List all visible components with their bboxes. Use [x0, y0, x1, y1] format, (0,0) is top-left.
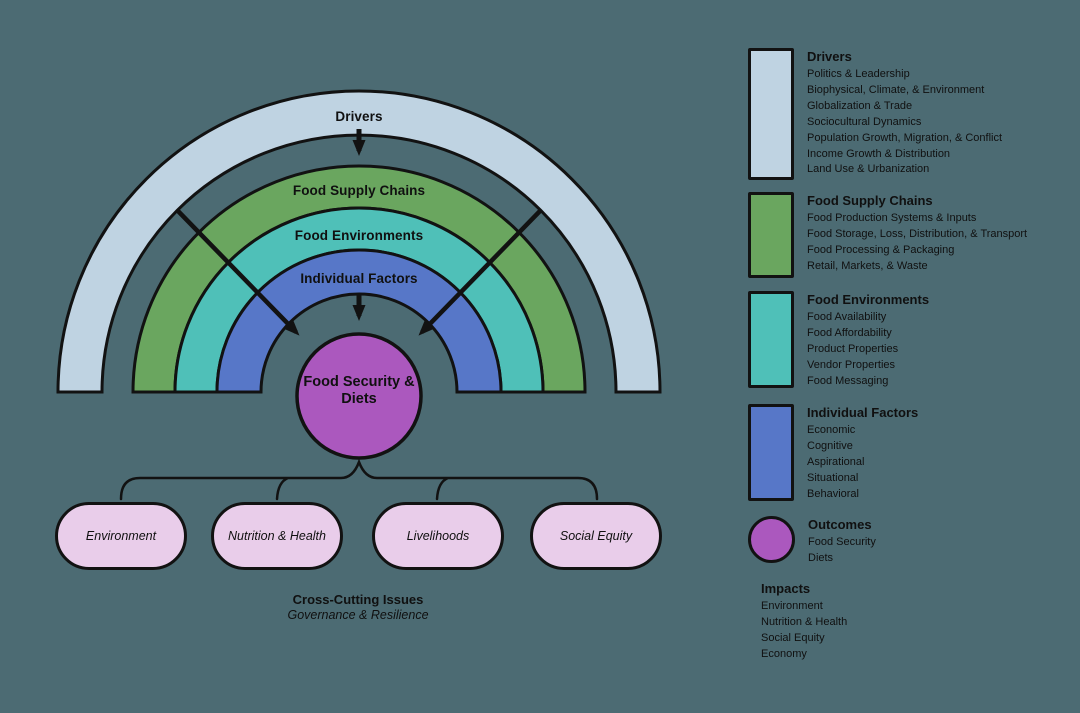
legend-item: Economy	[761, 647, 807, 660]
legend-title: Food Environments	[807, 292, 930, 307]
impact-pill-social-equity: Social Equity	[530, 502, 662, 570]
legend-item: Sociocultural Dynamics	[807, 115, 922, 128]
legend-item: Population Growth, Migration, & Conflict	[807, 131, 1003, 144]
legend-item: Food Availability	[807, 311, 887, 323]
left-diagonal-arrow	[176, 209, 300, 336]
food-supply-chains-arc-label: Food Supply Chains	[292, 183, 426, 198]
impacts-bracket	[119, 458, 599, 501]
impact-pill-nutrition-health: Nutrition & Health	[211, 502, 343, 570]
drivers-swatch	[748, 48, 794, 180]
legend-title: Drivers	[807, 49, 852, 64]
legend-item: Food Security	[808, 536, 876, 548]
food-environments-arc-label: Food Environments	[294, 228, 424, 243]
legend-item: Politics & Leadership	[807, 68, 910, 80]
legend-title: Outcomes	[808, 517, 872, 532]
legend-item: Food Affordability	[807, 326, 892, 339]
legend-item: Income Growth & Distribution	[807, 147, 951, 160]
legend-item: Nutrition & Health	[761, 615, 848, 628]
legend-item: Aspirational	[807, 455, 865, 468]
legend-item: Biophysical, Climate, & Environment	[807, 83, 985, 96]
individual-factors-arc-label: Individual Factors	[300, 271, 418, 286]
cross-cutting-subtitle: Governance & Resilience	[287, 608, 429, 622]
legend-item: Economic	[807, 424, 856, 436]
legend-item: Globalization & Trade	[807, 99, 913, 112]
cross-cutting-caption: Cross-Cutting Issues Governance & Resili…	[238, 592, 478, 623]
legend-item: Behavioral	[807, 487, 859, 500]
right-diagonal-arrow	[418, 209, 542, 336]
legend-item: Social Equity	[761, 631, 825, 644]
outcomes-swatch	[748, 516, 795, 563]
legend-item: Food Messaging	[807, 374, 889, 387]
legend-item: Environment	[761, 600, 823, 612]
legend-item: Food Production Systems & Inputs	[807, 212, 977, 224]
legend-item: Land Use & Urbanization	[807, 163, 930, 176]
food-security-diets-circle	[295, 332, 423, 460]
legend-item: Diets	[808, 551, 834, 564]
legend-title: Food Supply Chains	[807, 193, 933, 208]
legend-item: Product Properties	[807, 342, 899, 355]
food-environments-swatch	[748, 291, 794, 388]
legend-item: Food Processing & Packaging	[807, 243, 955, 256]
food-supply-chains-swatch	[748, 192, 794, 278]
legend-item: Vendor Properties	[807, 358, 896, 371]
impact-pill-environment: Environment	[55, 502, 187, 570]
individual-factors-arc	[215, 248, 503, 394]
legend-title: Impacts	[761, 581, 811, 596]
legend-item: Cognitive	[807, 439, 853, 452]
legend-item: Situational	[807, 471, 859, 484]
cross-cutting-title: Cross-Cutting Issues	[292, 592, 424, 607]
legend-title: Individual Factors	[807, 405, 919, 420]
drivers-arc-label: Drivers	[335, 109, 383, 124]
food-security-diets-label: Food Security & Diets	[303, 374, 415, 407]
individual-factors-swatch	[748, 404, 794, 501]
drivers-arc	[56, 89, 662, 394]
legend-item: Food Storage, Loss, Distribution, & Tran…	[807, 227, 1028, 240]
framework-arcs-svg	[56, 89, 662, 501]
impact-pill-livelihoods: Livelihoods	[372, 502, 504, 570]
legend-item: Retail, Markets, & Waste	[807, 259, 928, 272]
